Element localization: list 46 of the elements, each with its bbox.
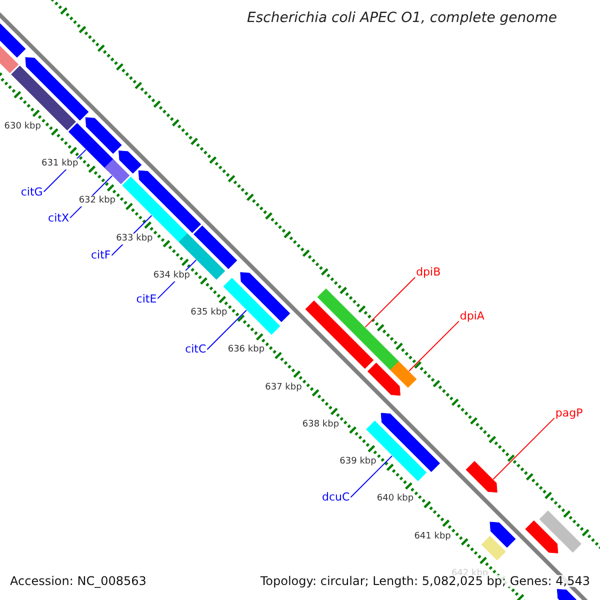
gene-block xyxy=(466,460,498,493)
tick-label: 632 kbp xyxy=(78,196,116,207)
tick-label: 636 kbp xyxy=(226,344,266,356)
gene-label: dcuC xyxy=(322,492,350,503)
tick-label: 631 kbp xyxy=(40,158,80,170)
leader-line xyxy=(408,320,460,372)
gene-block xyxy=(85,117,122,154)
gene-label: dpiB xyxy=(416,266,441,278)
gene-block xyxy=(380,412,440,472)
gene-block xyxy=(525,520,558,554)
tick-label: 639 kbp xyxy=(338,456,378,468)
gene-block xyxy=(25,57,89,121)
leader-line xyxy=(492,418,555,480)
gene-label: citG xyxy=(20,186,43,198)
tick-label: 638 kbp xyxy=(301,419,340,430)
gene-block xyxy=(367,362,400,396)
tick-label: 641 kbp xyxy=(413,531,452,542)
tick-label: 637 kbp xyxy=(264,382,303,394)
gene-label: pagP xyxy=(555,408,583,419)
tick-label: 634 kbp xyxy=(152,270,192,282)
gene-label: citE xyxy=(136,293,157,304)
gene-block xyxy=(539,510,582,553)
gene-block xyxy=(118,150,142,174)
gene-label: citC xyxy=(185,344,206,355)
leader-line xyxy=(350,455,393,498)
accession-label: Accession: NC_008563 xyxy=(10,575,146,587)
genome-summary: Topology: circular; Length: 5,082,025 bp; Genes: 4,543 xyxy=(260,575,590,587)
gene-block xyxy=(104,158,130,184)
tick-label: 630 kbp xyxy=(3,121,42,132)
tick-label: 633 kbp xyxy=(115,233,154,244)
tick-label: 635 kbp xyxy=(190,308,228,319)
gene-block xyxy=(490,522,516,548)
leader-line xyxy=(206,310,247,350)
tick-label: 640 kbp xyxy=(376,494,415,505)
gene-label: citX xyxy=(48,212,69,224)
gene-label: dpiA xyxy=(460,310,484,322)
title: Escherichia coli APEC O1, complete genome xyxy=(247,11,557,25)
gene-block xyxy=(138,170,202,234)
gene-block xyxy=(240,272,290,322)
gene-block xyxy=(305,300,374,369)
gene-block xyxy=(193,225,238,270)
gene-block xyxy=(390,361,417,388)
gene-label: citF xyxy=(90,250,111,261)
gene-block xyxy=(481,536,506,560)
gene-block xyxy=(317,288,400,370)
leader-line xyxy=(364,276,416,328)
